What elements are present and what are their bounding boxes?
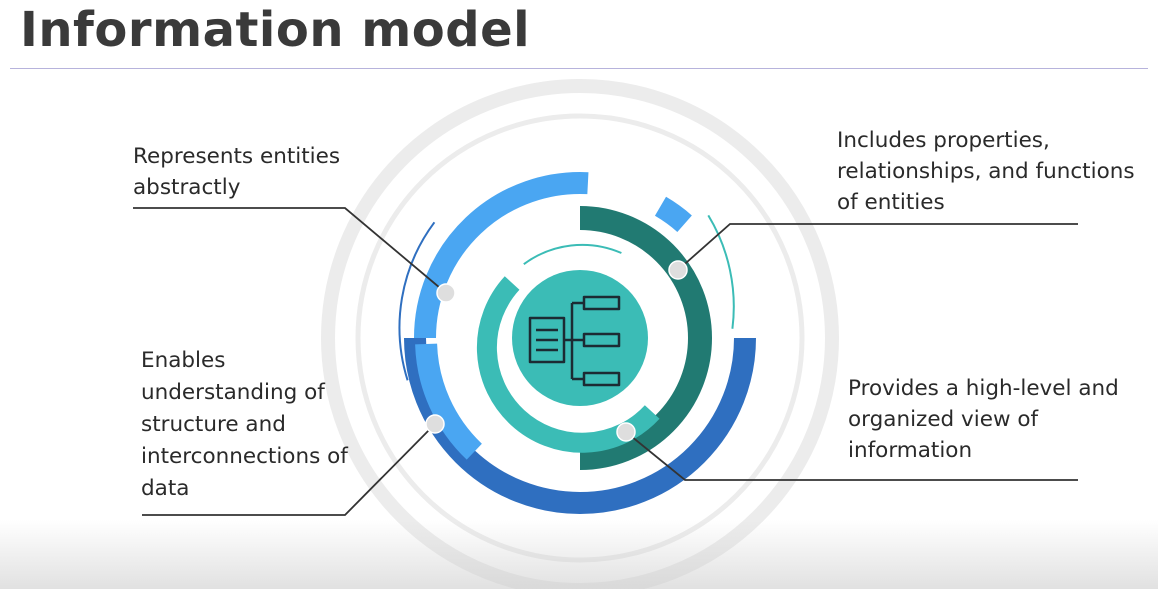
ring-light-blue-segment (654, 196, 692, 233)
leader-line-bottom-right (625, 431, 1078, 481)
marker-dot-top-right (668, 260, 688, 280)
accent-arc-left (398, 221, 436, 381)
hierarchy-tree-icon (528, 295, 621, 387)
leader-line-bottom-left (142, 423, 436, 516)
callout-enables-understanding: Enables understanding of structure and i… (141, 348, 348, 501)
ring-dark-teal (579, 206, 712, 470)
callout-includes-properties: Includes properties, relationships, and … (837, 128, 1135, 215)
leader-lines (133, 207, 1078, 516)
marker-dot-top-left (436, 283, 456, 303)
ring-light-blue (414, 172, 589, 339)
bottom-fade-overlay (0, 520, 1158, 589)
leader-line-top-left (133, 207, 447, 294)
watermark-ring-outer (321, 79, 839, 589)
ring-teal (476, 276, 660, 453)
center-circle (512, 270, 648, 406)
leader-line-top-right (677, 223, 1078, 271)
marker-dot-bottom-right (616, 422, 636, 442)
accent-arc-inner (523, 243, 622, 266)
marker-dots (425, 260, 688, 442)
slide-title: Information model (20, 2, 531, 58)
accent-arc-right (707, 214, 735, 329)
title-divider (10, 68, 1148, 69)
ring-light-blue-lower (415, 343, 483, 460)
callout-represents-entities: Represents entities abstractly (133, 144, 341, 200)
callout-provides-overview: Provides a high-level and organized view… (848, 376, 1119, 463)
marker-dot-bottom-left (425, 414, 445, 434)
